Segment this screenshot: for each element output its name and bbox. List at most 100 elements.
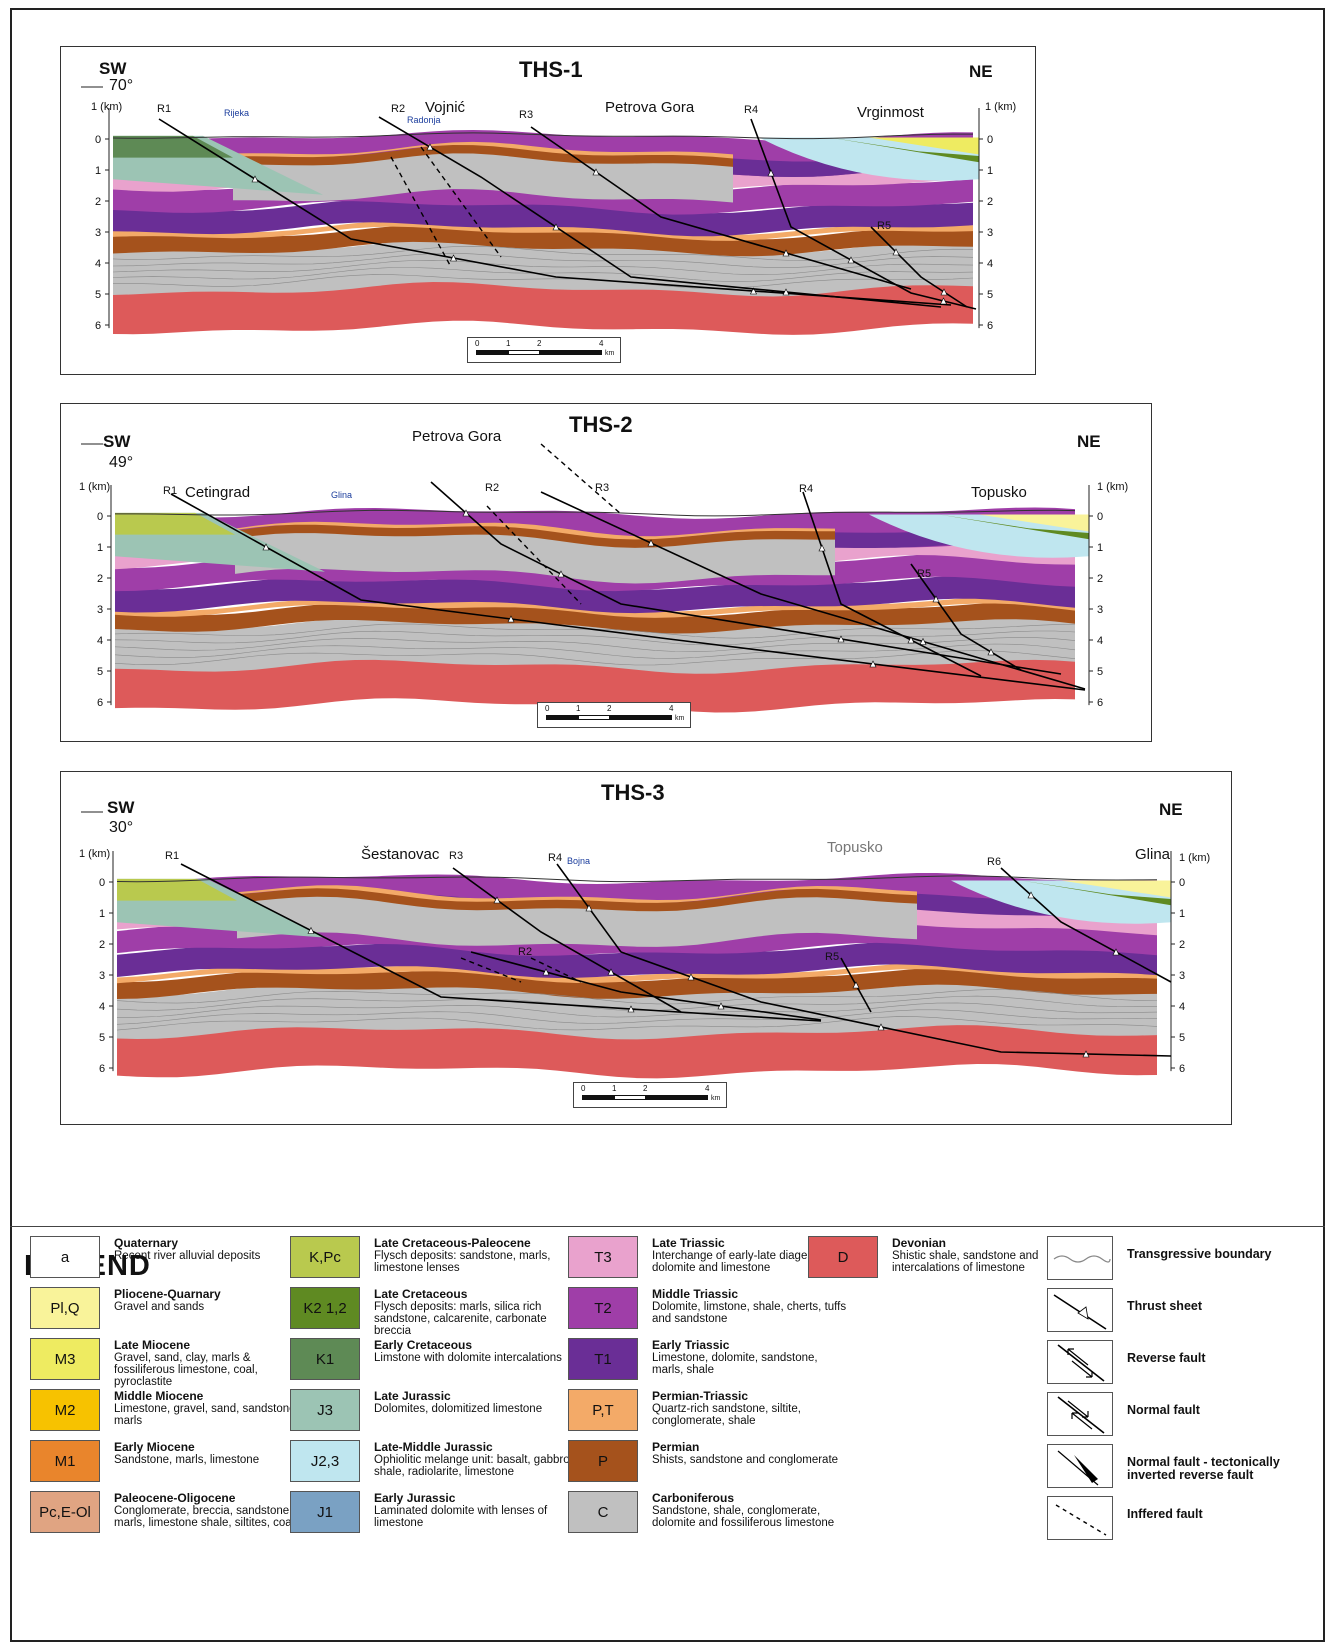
normal-arrows-icon [1047, 1392, 1113, 1436]
legend-swatch: C [568, 1491, 638, 1533]
town-topusko: Topusko [827, 839, 883, 856]
thrust-triangle-icon [782, 249, 790, 257]
legend-swatch: T2 [568, 1287, 638, 1329]
legend-symbol-item: Normal fault - tectonically inverted rev… [1047, 1444, 1287, 1490]
thrust-triangle-icon [818, 544, 826, 552]
thrust-triangle-icon [1027, 891, 1035, 899]
town-glina: Glina [331, 490, 353, 500]
fault-line [1000, 867, 1172, 983]
thrust-triangle-icon [552, 223, 560, 231]
thrust-triangle-icon [450, 254, 457, 262]
thrust-triangle-icon [877, 1023, 885, 1031]
sw-label: SW [107, 798, 135, 817]
layer-devonian [115, 651, 1075, 713]
thrust-triangle-icon [585, 904, 593, 912]
fault-label-r2: R2 [391, 103, 406, 115]
legend-symbol-item: Reverse fault [1047, 1340, 1287, 1386]
legend-name: Early Miocene [114, 1440, 195, 1454]
town-rijeka: Rijeka [224, 108, 250, 118]
legend-name: Late Jurassic [374, 1389, 451, 1403]
legend-name: Middle Triassic [652, 1287, 739, 1301]
depth-tick-label: 2 [95, 196, 101, 208]
legend-swatch: a [30, 1236, 100, 1278]
town-vojnic: Vojnić [425, 99, 466, 116]
legend-swatch: K1 [290, 1338, 360, 1380]
fault-label-r2: R2 [485, 482, 500, 494]
depth-tick-label: 5 [1179, 1032, 1185, 1044]
legend-name: Late-Middle Jurassic [374, 1440, 493, 1454]
inferred-fault-line [420, 146, 502, 258]
legend-desc: Flysch deposits: marls, silica rich sand… [374, 1301, 547, 1337]
depth-tick-label: 0 [1097, 511, 1103, 523]
layer-melange [759, 137, 979, 181]
town-glina: Glina [1135, 846, 1171, 863]
depth-tick-label: 3 [95, 227, 101, 239]
thrust-triangle-icon [750, 287, 757, 295]
legend-symbol-label: Normal fault [1127, 1403, 1200, 1417]
layer-permian [113, 225, 973, 257]
depth-tick-label: 5 [97, 666, 103, 678]
depth-tick-label: 3 [1097, 604, 1103, 616]
fault-line [180, 863, 822, 1022]
legend-swatch: M2 [30, 1389, 100, 1431]
depth-tick-label: 5 [987, 289, 993, 301]
ne-label: NE [1077, 432, 1101, 451]
fault-label-r4: R4 [744, 104, 759, 116]
depth-tick-label: 3 [99, 970, 105, 982]
thrust-triangle-icon [607, 968, 615, 976]
depth-tick-label: 3 [987, 227, 993, 239]
thrust-triangle-icon [592, 168, 600, 176]
layer-permian [117, 967, 1157, 999]
legend-desc: Laminated dolomite with lenses of limest… [374, 1505, 548, 1529]
legend-symbol-item: Inffered fault [1047, 1496, 1287, 1542]
bedding-line [114, 643, 1076, 659]
depth-tick-label: 1 [99, 908, 105, 920]
layer-miocene [1061, 880, 1171, 898]
depth-tick-label: 2 [1097, 573, 1103, 585]
ne-label: NE [969, 62, 993, 81]
legend-desc: Gravel and sands [114, 1301, 205, 1313]
legend-symbol-item: Thrust sheet [1047, 1288, 1287, 1334]
sw-label: SW [99, 59, 127, 78]
bedding-line [116, 989, 1158, 1005]
legend-name: Permian-Triassic [652, 1389, 749, 1403]
reverse-arrows-icon [1047, 1340, 1113, 1384]
depth-tick-label: 4 [99, 1001, 105, 1013]
legend-desc: Shists, sandstone and conglomerate [652, 1454, 839, 1466]
legend-swatch: T1 [568, 1338, 638, 1380]
thrust-triangle-icon [940, 288, 948, 296]
fault-line [470, 951, 822, 1021]
depth-tick-label: 2 [99, 939, 105, 951]
town-topusko: Topusko [971, 484, 1027, 501]
legend-swatch: K2 1,2 [290, 1287, 360, 1329]
legend-swatch: M3 [30, 1338, 100, 1380]
inferred-fault-line [530, 957, 582, 983]
legend-desc: Limestone, dolomite, sandstone, marls, s… [652, 1352, 818, 1376]
section-title: THS-1 [519, 57, 583, 82]
fault-label-r2: R2 [518, 946, 533, 958]
scale-bar: 0 1 2 4 km [537, 702, 691, 728]
fault-label-r4: R4 [799, 483, 814, 495]
legend-desc: Limstone with dolomite intercalations [374, 1352, 562, 1364]
bedding-line [112, 267, 974, 282]
fault-label-r1: R1 [157, 103, 172, 115]
town-bojna: Bojna [567, 856, 591, 866]
thrust-triangle-icon [1047, 1288, 1113, 1332]
thrust-triangle-icon [767, 169, 775, 177]
ne-label: NE [1159, 800, 1183, 819]
fault-label-r6: R6 [987, 856, 1002, 868]
legend-desc: Recent river alluvial deposits [114, 1250, 261, 1262]
depth-tick-label: 4 [97, 635, 103, 647]
legend-name: Pliocene-Quarnary [114, 1287, 221, 1301]
layer-permian_triassic-upper [235, 521, 835, 540]
